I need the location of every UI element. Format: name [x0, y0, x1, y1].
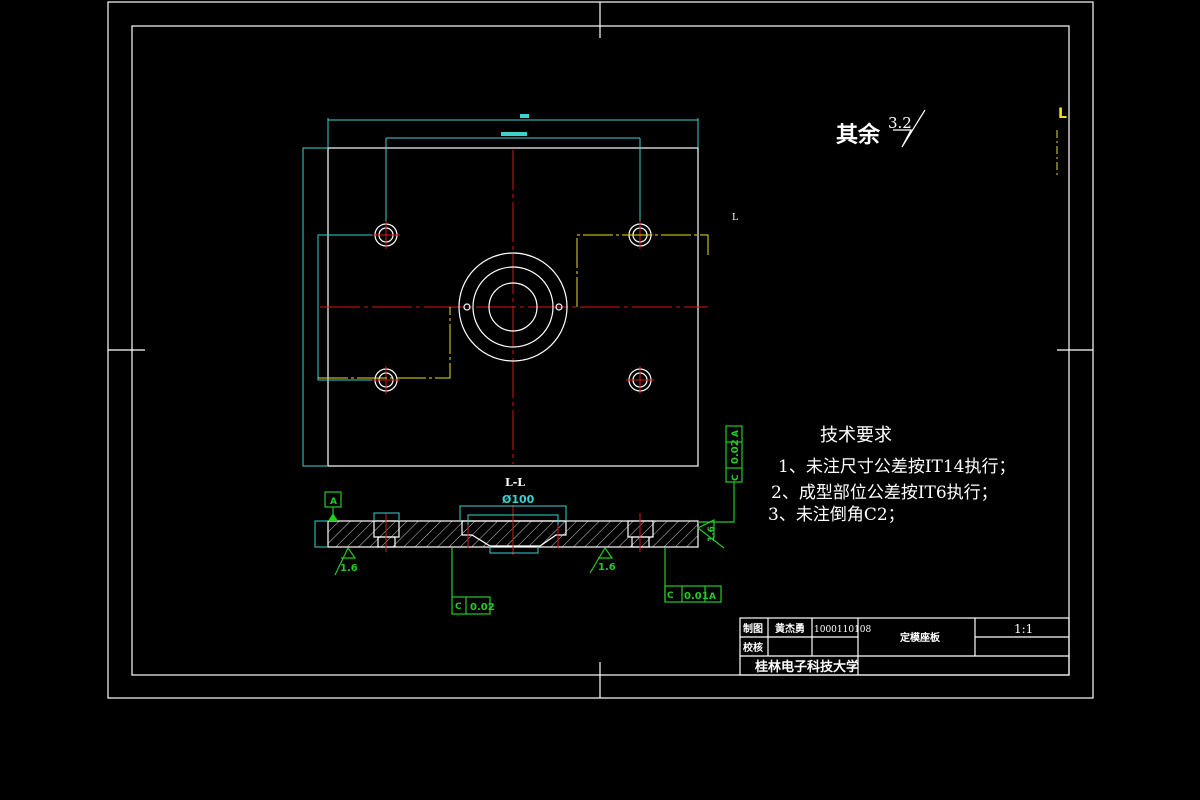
inner-frame [131, 25, 1070, 676]
tech-requirement-item: 2、成型部位公差按IT6执行； [771, 483, 998, 503]
section-line [318, 307, 451, 379]
tolerance-frame-1: C 0.02 [451, 548, 495, 615]
section-view: L-L Ø100 A 1.6 1.6 1.6 [314, 425, 743, 615]
roughness-prefix: 其余 [836, 122, 881, 148]
roughness-note: 其余 3.2 [836, 109, 926, 148]
roughness-mark-1: 1.6 [334, 546, 358, 576]
drawing-frame [107, 1, 1094, 699]
svg-text:A: A [731, 430, 741, 437]
svg-text:C: C [667, 591, 674, 601]
section-label: L-L [505, 476, 525, 489]
plan-view: L L [302, 106, 1067, 467]
bolt-holes [372, 221, 654, 394]
student-id: 1000110108 [814, 625, 872, 635]
svg-text:1.6: 1.6 [598, 562, 616, 573]
height-dimension [302, 147, 328, 467]
svg-text:C: C [731, 474, 741, 481]
tech-requirement-item: 3、未注倒角C2； [768, 505, 905, 525]
roughness-symbol-icon [893, 109, 926, 148]
svg-text:0.01: 0.01 [684, 591, 709, 602]
roughness-mark-2: 1.6 [589, 546, 616, 574]
part-name: 定模座板 [900, 631, 941, 644]
tolerance-frame-2: C 0.01 A [664, 548, 722, 603]
checked-label: 校核 [743, 641, 763, 654]
svg-text:A: A [330, 497, 337, 507]
svg-text:C: C [455, 602, 462, 612]
drawn-name: 黄杰勇 [775, 622, 805, 635]
svg-text:1.6: 1.6 [707, 526, 717, 542]
scale: 1:1 [1014, 622, 1033, 636]
section-marker-right: L [1058, 106, 1067, 122]
roughness-value: 3.2 [888, 114, 912, 132]
tech-requirement-item: 1、未注尺寸公差按IT14执行； [778, 457, 1016, 477]
section-marker-label: L [732, 213, 738, 223]
locating-ring-bore [458, 252, 568, 362]
tolerance-frame-3: A 0.02 C [698, 425, 743, 523]
school-name: 桂林电子科技大学 [754, 659, 859, 675]
svg-text:0.02: 0.02 [730, 439, 741, 464]
drawn-label: 制图 [743, 622, 763, 635]
roughness-mark-3: 1.6 [696, 519, 725, 549]
outer-frame [107, 1, 1094, 699]
title-block: 制图 黄杰勇 1000110108 校核 定模座板 1:1 桂林电子科技大学 [739, 617, 1070, 676]
diameter-dimension: Ø100 [502, 493, 535, 506]
tech-requirements: 技术要求 1、未注尺寸公差按IT14执行； 2、成型部位公差按IT6执行； 3、… [768, 425, 1016, 525]
svg-text:0.02: 0.02 [470, 602, 495, 613]
svg-text:A: A [709, 592, 716, 602]
tech-requirements-title: 技术要求 [820, 425, 892, 446]
datum-a: A [324, 491, 342, 521]
svg-text:1.6: 1.6 [340, 563, 358, 574]
